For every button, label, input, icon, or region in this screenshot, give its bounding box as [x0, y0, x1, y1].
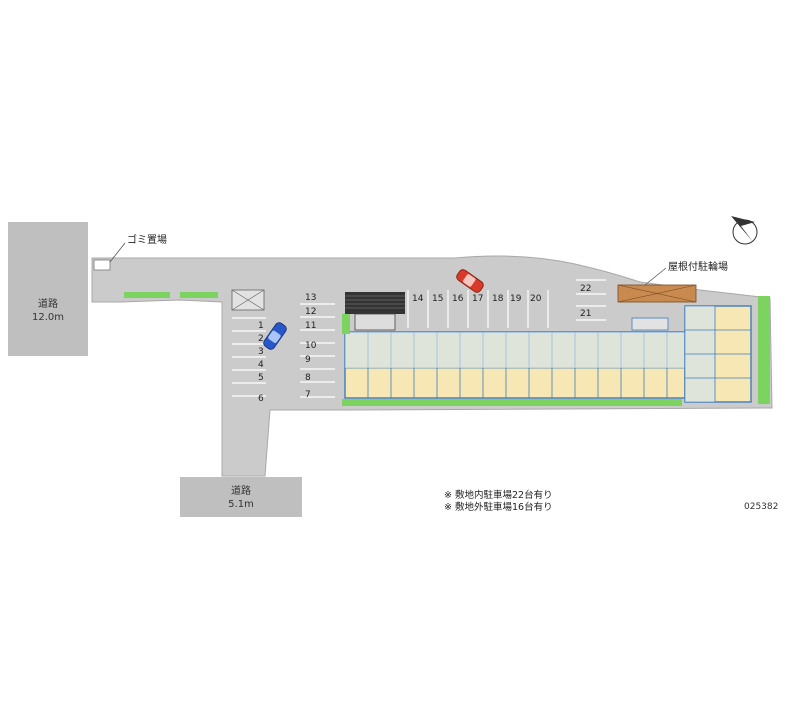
slot-number: 5	[258, 373, 264, 383]
slot-number: 10	[305, 341, 317, 351]
slot-number: 11	[305, 321, 316, 331]
slot-number: 7	[305, 390, 311, 400]
slot-number: 3	[258, 347, 264, 357]
south-road-width: 5.1m	[228, 499, 254, 510]
note-mark: ※	[444, 502, 452, 513]
building-east-units	[685, 306, 751, 402]
entrance-box	[354, 313, 396, 331]
bicycle-shed-hatch	[617, 284, 697, 303]
green-hedge	[758, 296, 770, 404]
note-mark: ※	[444, 490, 452, 501]
green-hedge	[342, 399, 682, 406]
stair-block	[345, 292, 405, 314]
green-hedge	[342, 314, 350, 334]
bicycle-shed-leader	[644, 267, 667, 286]
slot-number: 21	[580, 309, 591, 319]
south-road-name: 道路	[231, 484, 251, 497]
slot-number: 9	[305, 355, 311, 365]
slot-number: 12	[305, 307, 316, 317]
blue-car-icon	[263, 322, 287, 350]
west-road-width: 12.0m	[32, 312, 64, 323]
slot-number: 8	[305, 373, 311, 383]
garbage-label: ゴミ置場	[127, 233, 167, 246]
note-offsite-text: 敷地外駐車場16台有り	[455, 502, 553, 513]
slot-number: 14	[412, 294, 424, 304]
slot-number: 16	[452, 294, 464, 304]
slot-number: 19	[510, 294, 522, 304]
west-slot-numbers: 1 2 3 4 5 6	[258, 321, 264, 404]
green-strip	[124, 292, 170, 298]
slot-number: 20	[530, 294, 542, 304]
red-car-icon	[456, 269, 484, 293]
slot-number: 13	[305, 293, 316, 303]
note-onsite-text: 敷地内駐車場22台有り	[455, 490, 553, 501]
slot-number: 15	[432, 294, 443, 304]
middle-parking-lines	[300, 303, 335, 398]
west-parking-lines	[232, 317, 266, 397]
slot-number: 1	[258, 321, 264, 331]
building-main-interior	[345, 332, 685, 368]
slot-number: 18	[492, 294, 504, 304]
slot-number: 4	[258, 360, 264, 370]
slot-number: 6	[258, 394, 264, 404]
bicycle-shed-label: 屋根付駐輪場	[668, 260, 728, 273]
north-arrow-icon	[731, 216, 758, 245]
north-slot-numbers: 14 15 16 17 18 19 20	[412, 294, 542, 304]
east-parking-lines	[576, 279, 606, 321]
stair-steps	[345, 295, 405, 309]
north-parking-lines	[407, 290, 549, 328]
slot-number: 22	[580, 284, 591, 294]
slot-number: 17	[472, 294, 483, 304]
property-code: 025382	[744, 502, 779, 512]
middle-slot-numbers: 13 12 11 10 9 8 7	[305, 293, 317, 400]
west-road-name: 道路	[38, 297, 58, 310]
slot-number: 2	[258, 334, 264, 344]
west-road	[8, 222, 88, 356]
note-offsite: ※ 敷地外駐車場16台有り	[444, 499, 553, 513]
stair-box-cross	[231, 289, 265, 311]
note-onsite: ※ 敷地内駐車場22台有り	[444, 487, 553, 501]
south-road	[180, 477, 302, 517]
garbage-leader	[109, 242, 126, 263]
garbage-area	[93, 259, 111, 271]
green-strip	[180, 292, 218, 298]
east-stair	[631, 317, 669, 331]
